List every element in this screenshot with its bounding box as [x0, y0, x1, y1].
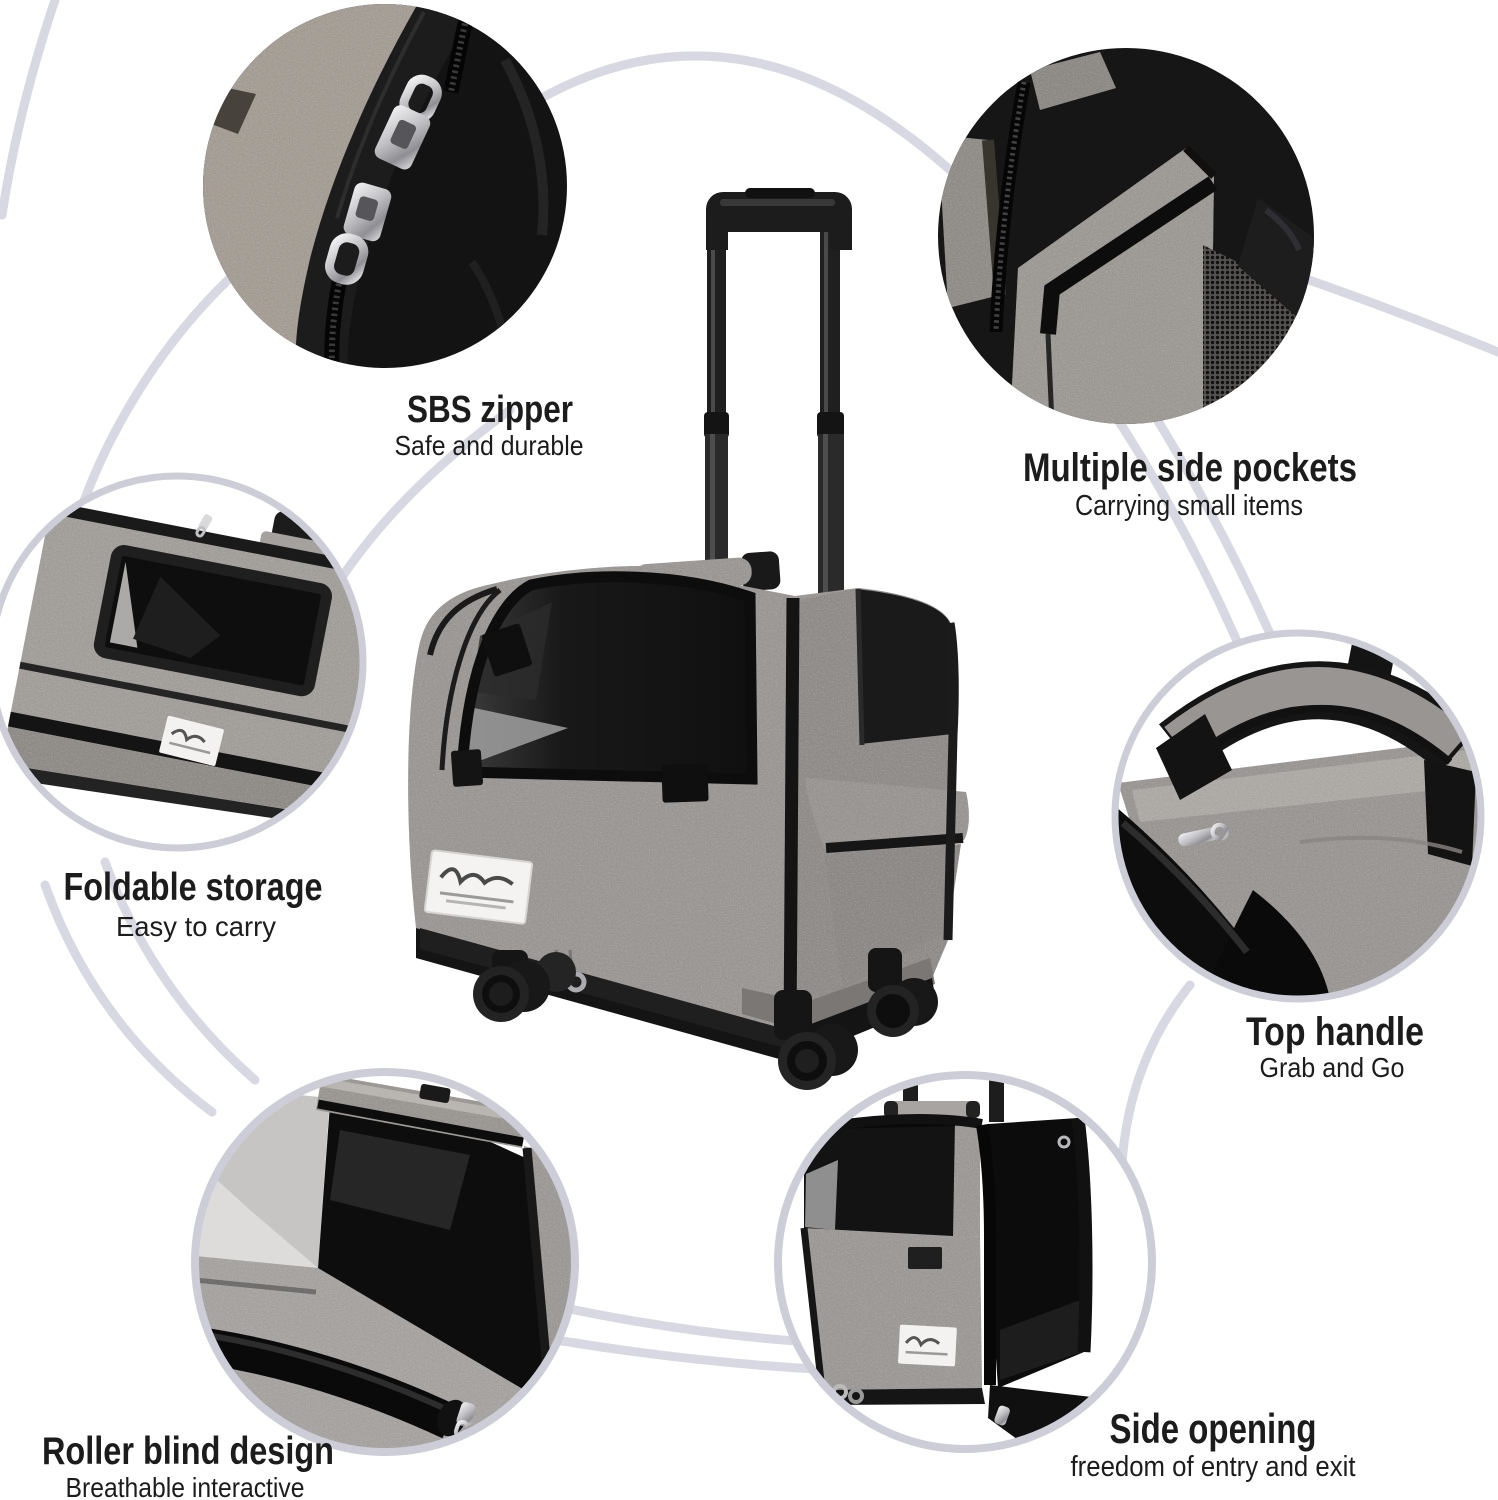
svg-text:Carrying small items: Carrying small items	[1075, 490, 1303, 522]
svg-text:Multiple side pockets: Multiple side pockets	[1023, 446, 1357, 490]
svg-text:Safe and durable: Safe and durable	[395, 430, 584, 461]
svg-text:SBS zipper: SBS zipper	[407, 389, 573, 431]
svg-text:Roller blind design: Roller blind design	[42, 1430, 334, 1473]
svg-text:Foldable storage: Foldable storage	[64, 866, 323, 909]
svg-text:Grab and Go: Grab and Go	[1260, 1052, 1405, 1083]
svg-text:Breathable interactive: Breathable interactive	[66, 1472, 305, 1500]
svg-text:Easy to carry: Easy to carry	[116, 911, 276, 942]
svg-text:Side opening: Side opening	[1110, 1405, 1317, 1452]
svg-text:Top handle: Top handle	[1246, 1010, 1424, 1054]
svg-text:freedom of entry and exit: freedom of entry and exit	[1071, 1451, 1356, 1483]
